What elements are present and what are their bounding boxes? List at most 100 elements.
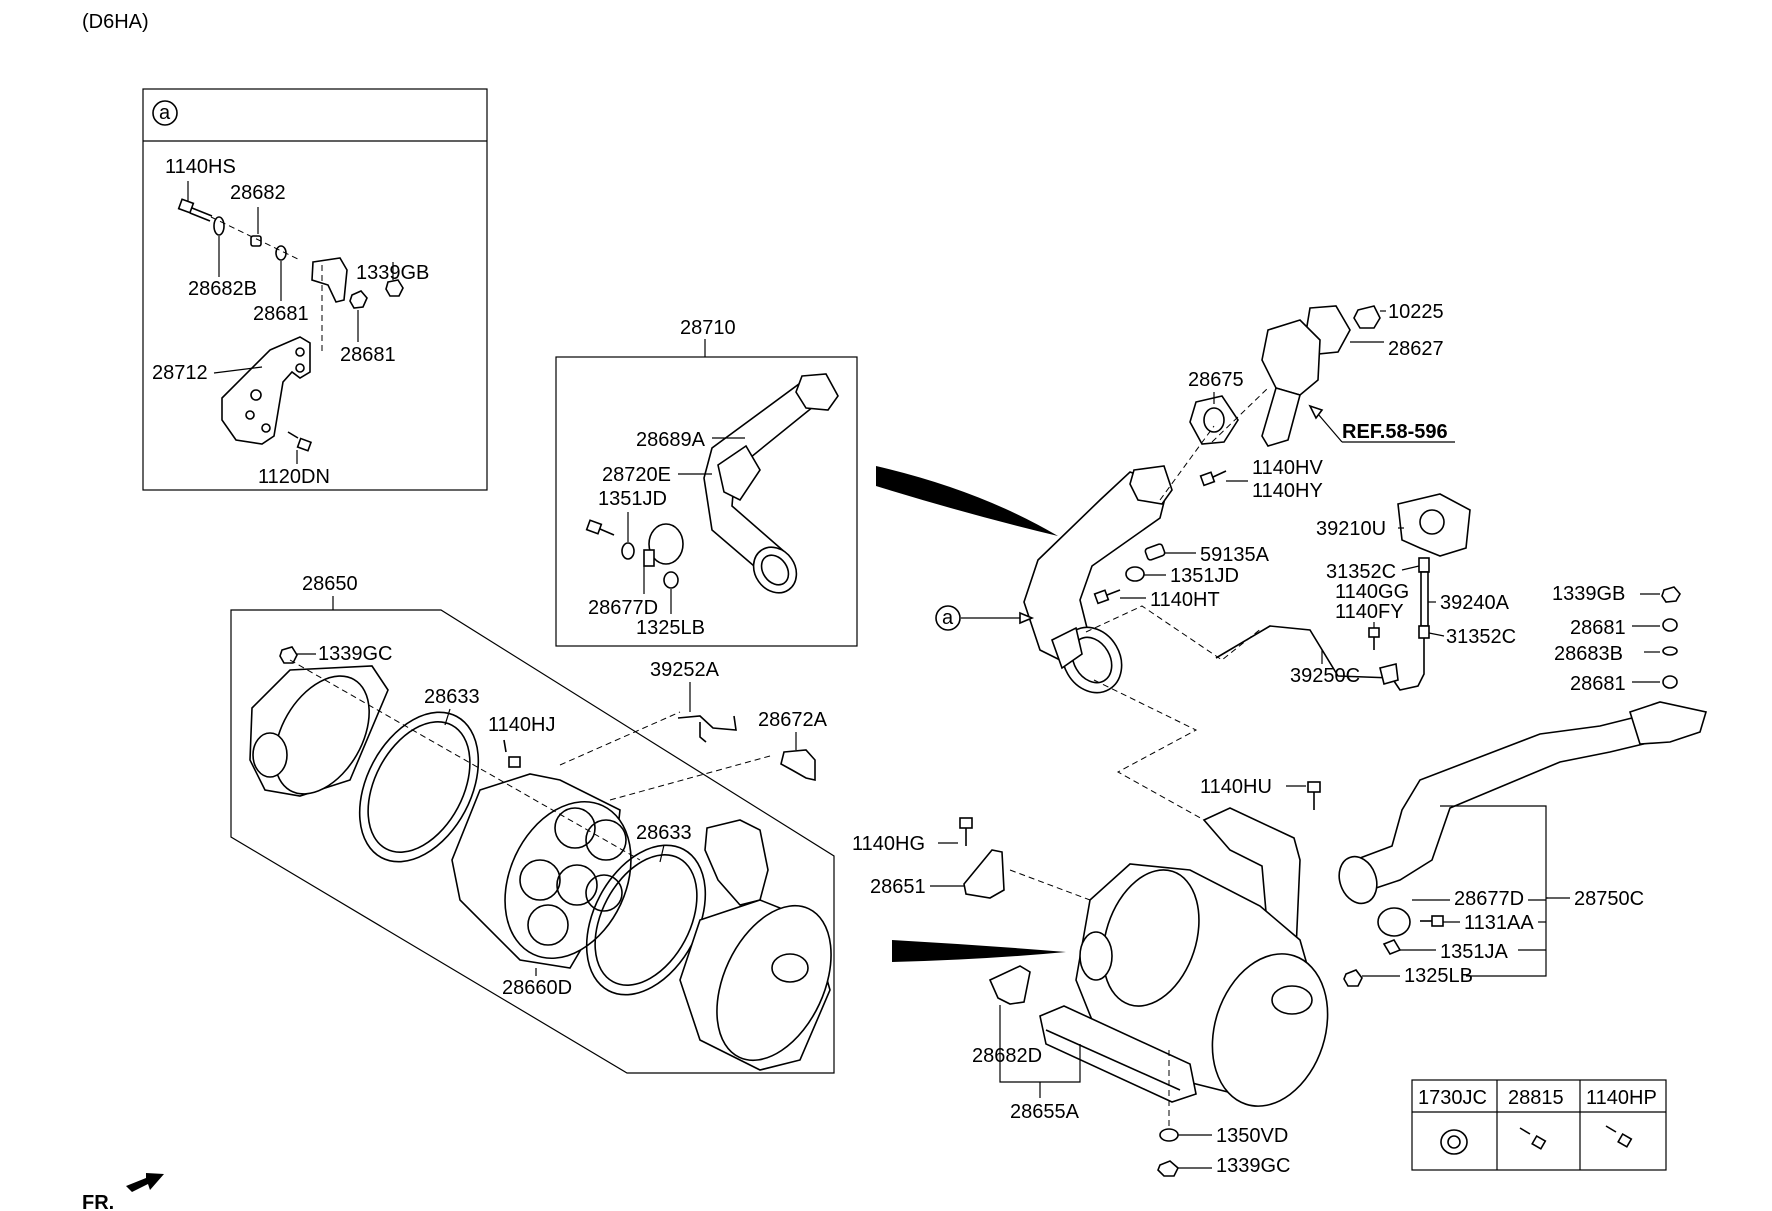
label-28682d: 28682D — [972, 1045, 1042, 1067]
detail-a-panel: a 1140HS — [142, 88, 488, 491]
rear-pipe-outlet[interactable] — [704, 819, 769, 906]
washer-28683b[interactable] — [1662, 646, 1678, 656]
bolt-1140hs[interactable] — [177, 198, 213, 222]
label-1140gg: 1140GG — [1335, 581, 1409, 603]
label-1339gc-b: 1339GC — [1216, 1155, 1291, 1177]
label-1351ja: 1351JA — [1440, 941, 1508, 963]
label-1131aa: 1131AA — [1464, 912, 1534, 934]
washer-28682b[interactable] — [213, 216, 225, 236]
nut-1339gc-a[interactable] — [279, 646, 298, 664]
label-28675: 28675 — [1188, 369, 1244, 391]
rear-pipe-28750c: 28677D 28750C 1131AA 1351JA 1325LB — [1338, 701, 1708, 987]
legend-header-2: 28815 — [1508, 1087, 1564, 1109]
nut-1339gb-a[interactable] — [385, 279, 404, 297]
sensor-59135a[interactable] — [1144, 543, 1166, 561]
label-28627: 28627 — [1388, 338, 1444, 360]
valve-actuator[interactable] — [1261, 387, 1301, 447]
reference-link[interactable]: REF.58-596 — [1342, 421, 1448, 443]
detail-a-marker — [152, 100, 178, 126]
legend-header-1: 1730JC — [1418, 1087, 1487, 1109]
bolt-1131aa[interactable] — [1420, 915, 1444, 927]
label-10225: 10225 — [1388, 301, 1444, 323]
label-1120dn: 1120DN — [258, 466, 330, 488]
bracket-28672a[interactable] — [780, 749, 816, 781]
bolt-1140fy[interactable] — [1368, 627, 1380, 650]
bracket-28682d[interactable] — [988, 965, 1031, 1005]
dpf-installed: 1140HU 1140HG 28651 28682D 28655A 1350VD… — [852, 776, 1329, 1177]
washer-1350vd[interactable] — [1159, 1128, 1179, 1142]
label-28710: 28710 — [680, 317, 736, 339]
hose-39240a[interactable] — [1420, 571, 1429, 627]
washer-1351jd-b[interactable] — [1125, 566, 1145, 582]
egr-valve-group: 10225 28627 28675 REF.58-596 — [1188, 301, 1455, 447]
label-1140hy: 1140HY — [1252, 480, 1323, 502]
dpf-assembly-28650: 28650 — [230, 573, 835, 1074]
direction-wedge-lower — [892, 940, 1066, 962]
bolt-1140ht[interactable] — [1093, 589, 1121, 605]
valve-body[interactable] — [1261, 319, 1321, 396]
label-1351jd-b: 1351JD — [1170, 565, 1239, 587]
bolt-1140hu[interactable] — [1307, 781, 1321, 810]
nut-1325lb-a[interactable] — [663, 571, 679, 589]
sensor-pipe-39252a[interactable] — [677, 715, 737, 731]
label-28650: 28650 — [302, 573, 358, 595]
detail-a-marker-label: a — [159, 102, 171, 124]
bracket-28651[interactable] — [963, 849, 1005, 899]
label-31352c-a: 31352C — [1326, 561, 1396, 583]
label-28712: 28712 — [152, 362, 208, 384]
hardware-column: 1339GB 28681 28683B 28681 — [1552, 583, 1681, 695]
label-28681-a1: 28681 — [253, 303, 309, 325]
callout-a[interactable] — [935, 605, 961, 631]
label-28677d-b: 28677D — [1454, 888, 1524, 910]
nut-1339gc-b[interactable] — [1157, 1160, 1179, 1177]
bolt-1140hj[interactable] — [503, 739, 521, 768]
gasket-28633-a[interactable] — [336, 692, 503, 882]
rear-pipe-inlet — [1338, 855, 1378, 905]
legend-header-3: 1140HP — [1586, 1087, 1657, 1109]
nut-1339gb-b[interactable] — [1661, 586, 1681, 603]
pipe-flange[interactable] — [795, 373, 839, 411]
gasket-28675[interactable] — [1189, 395, 1239, 445]
label-28681-c: 28681 — [1570, 673, 1626, 695]
bolt-pipe-box[interactable] — [585, 519, 615, 536]
label-28651: 28651 — [870, 876, 926, 898]
label-1325lb-a: 1325LB — [636, 617, 705, 639]
washer-1351jd-a[interactable] — [621, 542, 635, 560]
nut-1325lb-b[interactable] — [1343, 969, 1363, 987]
front-indicator: FR. — [82, 1173, 164, 1211]
bolt-1120dn[interactable] — [287, 431, 313, 452]
label-1325lb-b: 1325LB — [1404, 965, 1473, 987]
connector-31352c-a[interactable] — [1418, 557, 1430, 573]
label-39250c: 39250C — [1290, 665, 1360, 687]
grommet-1730jc-icon — [1440, 1129, 1468, 1155]
bolt-1140hv[interactable] — [1199, 470, 1227, 487]
nut-28681[interactable] — [349, 290, 368, 309]
label-28633-a: 28633 — [424, 686, 480, 708]
spacer-28682[interactable] — [250, 235, 262, 247]
label-59135a: 59135A — [1200, 544, 1270, 566]
nut-1351ja[interactable] — [1382, 939, 1402, 955]
washer-28681-c[interactable] — [1662, 675, 1678, 689]
nut-10225[interactable] — [1353, 305, 1381, 329]
label-1339gb-b: 1339GB — [1552, 583, 1625, 605]
bolt-1140hg[interactable] — [959, 817, 973, 846]
bolt-1140hp-icon — [1605, 1125, 1633, 1148]
heat-shield-28720e[interactable] — [717, 444, 761, 502]
front-pipe-flange — [1129, 465, 1173, 505]
upper-bracket[interactable] — [311, 257, 348, 303]
label-1140hj: 1140HJ — [488, 714, 555, 736]
clamp-28677d-b[interactable] — [1377, 907, 1411, 937]
washer-28681-b[interactable] — [1662, 618, 1678, 632]
pressure-sensor-39210u[interactable] — [1397, 493, 1471, 557]
label-28655a: 28655A — [1010, 1101, 1080, 1123]
label-39240a: 39240A — [1440, 592, 1510, 614]
connector-31352c-b[interactable] — [1418, 625, 1430, 639]
label-39210u: 39210U — [1316, 518, 1386, 540]
support-28655a[interactable] — [1039, 1005, 1197, 1103]
front-arrow-icon — [126, 1173, 164, 1192]
label-1140hv: 1140HV — [1252, 457, 1323, 479]
label-28660d: 28660D — [502, 977, 572, 999]
bracket-28712[interactable] — [221, 336, 311, 445]
clamp-28677d-a[interactable] — [648, 523, 684, 565]
pressure-sensor-group: 39210U 31352C 1140GG 1140FY 39240A 31352… — [1215, 493, 1516, 691]
